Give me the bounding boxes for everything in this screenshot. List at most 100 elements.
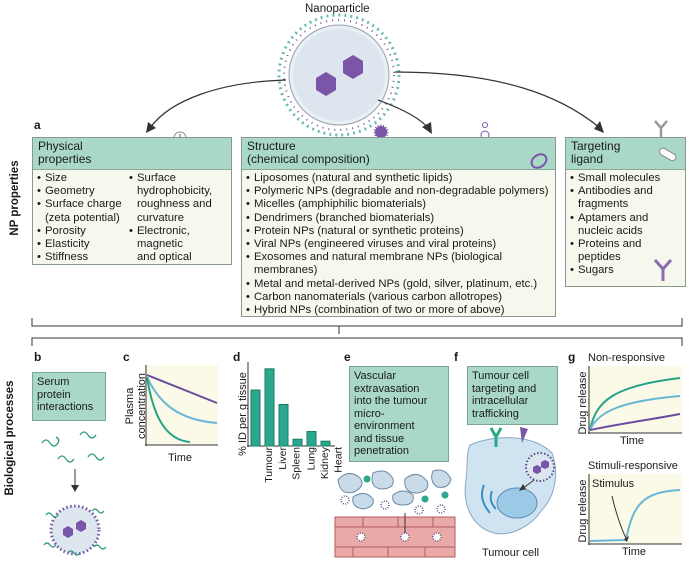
bar-label-liver: Liver — [277, 447, 289, 470]
bar-heart — [320, 440, 331, 447]
drug-hexagon-2 — [343, 55, 363, 79]
list-item: Exosomes and natural membrane NPs (biolo… — [246, 251, 554, 264]
non-responsive-chart — [588, 366, 682, 434]
rail-label-np-properties: NP properties — [9, 160, 21, 236]
list-item: and optical — [137, 251, 192, 264]
list-item: magnetic — [137, 238, 183, 251]
plasma-concentration-chart — [145, 365, 218, 446]
panel-e-letter: e — [344, 350, 351, 364]
serum-protein-box: Serum protein interactions — [32, 372, 106, 421]
stimuli-time-label: Time — [622, 546, 647, 558]
bar-tumour — [250, 389, 261, 447]
drug-hexagon-1 — [316, 72, 336, 96]
stimuli-responsive-title: Stimuli-responsive — [588, 460, 678, 472]
panel-g-letter: g — [568, 350, 576, 364]
structure-header: Structure (chemical composition) — [242, 138, 555, 170]
panel-f-letter: f — [454, 350, 458, 364]
curve-medium — [146, 376, 218, 424]
list-item: curvature — [137, 211, 185, 224]
tumour-cell-targeting-box: Tumour cell targeting and intracellular … — [467, 366, 558, 425]
physical-header: Physical properties — [33, 138, 231, 170]
biodistribution-bar-chart — [247, 362, 335, 447]
bracket-divider — [31, 318, 683, 346]
structure-list: Liposomes (natural and synthetic lipids)… — [246, 172, 554, 317]
plasma-time-label: Time — [168, 452, 193, 464]
list-item: Liposomes (natural and synthetic lipids) — [246, 172, 554, 185]
curve-fast — [146, 376, 191, 443]
nanoparticle-label: Nanoparticle — [305, 3, 370, 15]
list-item: Micelles (amphiphilic biomaterials) — [246, 198, 554, 211]
list-item: Viral NPs (engineered viruses and viral … — [246, 238, 554, 251]
antibody-icon — [654, 120, 668, 137]
stimulus-pointer — [611, 495, 627, 539]
list-item: roughness and — [137, 198, 212, 211]
corona-dots — [277, 13, 401, 137]
non-responsive-time-label: Time — [620, 435, 645, 447]
release-slow — [589, 413, 681, 431]
list-item: Surface — [129, 172, 231, 185]
list-item: Hybrid NPs (combination of two or more o… — [246, 304, 554, 317]
panel-b-letter: b — [34, 350, 42, 364]
pill-icon — [658, 147, 677, 162]
physical-properties-box: Physical properties Size Geometry Surfac… — [32, 137, 232, 265]
list-item: Protein NPs (natural or synthetic protei… — [246, 225, 554, 238]
arrow-to-targeting — [394, 71, 601, 129]
list-item: Sugars — [570, 264, 684, 277]
micelle-icon — [373, 124, 389, 140]
physical-list-col1: Size Geometry Surface charge (zeta poten… — [37, 172, 133, 265]
list-item: Aptamers and — [570, 212, 684, 225]
bar-label-spleen: Spleen — [291, 447, 303, 480]
bar-spleen — [278, 404, 289, 447]
protein-corona-illustration — [41, 431, 107, 556]
list-item: peptides — [578, 251, 621, 264]
release-medium — [589, 395, 681, 431]
bar-label-kidney: Kidney — [319, 447, 331, 480]
bar-liver — [264, 368, 275, 447]
bar-label-lung: Lung — [305, 447, 317, 471]
nanoparticle-illustration — [146, 13, 668, 140]
antibody-icon-bottom — [653, 259, 673, 281]
list-item: Geometry — [37, 185, 133, 198]
list-item: Polymeric NPs (degradable and non-degrad… — [246, 185, 554, 198]
bar-kidney — [306, 431, 317, 447]
panel-d-letter: d — [233, 350, 241, 364]
liposome-icon — [530, 153, 548, 169]
list-item: Electronic, — [129, 225, 231, 238]
panel-a-letter: a — [34, 118, 41, 132]
list-item: Metal and metal-derived NPs (gold, silve… — [246, 278, 554, 291]
targeting-ligand-box: Targeting ligand Small molecules Antibod… — [565, 137, 686, 287]
list-item: Carbon nanomaterials (various carbon all… — [246, 291, 554, 304]
rail-label-biological-processes: Biological processes — [4, 380, 16, 496]
list-item: Stiffness — [37, 251, 133, 264]
tumour-cell-illustration — [464, 427, 557, 535]
targeting-list: Small molecules Antibodies and fragments… — [570, 172, 684, 278]
targeting-header: Targeting ligand — [566, 138, 685, 170]
vascular-extravasation-box: Vascular extravasation into the tumour m… — [349, 366, 449, 462]
list-item: hydrophobicity, — [137, 185, 213, 198]
stimulus-annotation: Stimulus — [592, 478, 635, 490]
list-item: Elasticity — [37, 238, 133, 251]
list-item: Small molecules — [570, 172, 684, 185]
tumour-cell-label: Tumour cell — [482, 547, 540, 559]
list-item: membranes) — [254, 264, 318, 277]
list-item: fragments — [578, 198, 629, 211]
list-item: Size — [37, 172, 133, 185]
list-item: Proteins and — [570, 238, 684, 251]
curve-slow — [146, 374, 218, 404]
list-item: Dendrimers (branched biomaterials) — [246, 212, 554, 225]
release-fast — [589, 377, 681, 431]
arrow-to-physical — [149, 79, 287, 129]
list-item: Porosity — [37, 225, 133, 238]
list-item: (zeta potential) — [45, 211, 120, 224]
panel-c-letter: c — [123, 350, 130, 364]
non-responsive-title: Non-responsive — [588, 352, 666, 364]
vascular-illustration — [334, 469, 456, 558]
structure-box: Structure (chemical composition) Liposom… — [241, 137, 556, 317]
bar-label-tumour: Tumour — [263, 447, 275, 483]
list-item: nucleic acids — [578, 224, 643, 237]
list-item: Surface charge — [37, 198, 133, 211]
physical-list-col2: Surface hydrophobicity, roughness and cu… — [129, 172, 231, 264]
list-item: Antibodies and — [570, 185, 684, 198]
bar-lung — [292, 438, 303, 447]
